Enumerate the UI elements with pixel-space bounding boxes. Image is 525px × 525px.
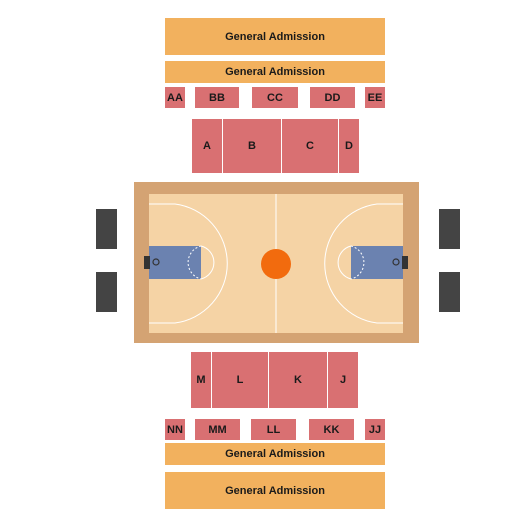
vomitory-left-bottom-icon [96,272,117,312]
section-general-admission-bottom-inner[interactable]: General Admission [165,443,385,465]
paint-left [149,246,201,279]
vomitory-left-top-icon [96,209,117,249]
paint-right [351,246,403,279]
section-nn[interactable]: NN [165,419,185,440]
court-border [134,182,419,343]
section-k[interactable]: K [269,352,327,408]
section-general-admission-top-outer[interactable]: General Admission [165,18,385,55]
vomitory-right-bottom-icon [439,272,460,312]
section-a[interactable]: A [192,119,222,173]
section-cc[interactable]: CC [252,87,298,108]
section-jj[interactable]: JJ [365,419,385,440]
section-ll[interactable]: LL [251,419,296,440]
section-general-admission-top-inner[interactable]: General Admission [165,61,385,83]
section-ee[interactable]: EE [365,87,385,108]
section-d[interactable]: D [339,119,359,173]
vomitory-right-top-icon [439,209,460,249]
section-m[interactable]: M [191,352,211,408]
section-general-admission-bottom-outer[interactable]: General Admission [165,472,385,509]
section-b[interactable]: B [223,119,281,173]
center-circle [261,249,291,279]
section-bb[interactable]: BB [195,87,239,108]
section-kk[interactable]: KK [309,419,354,440]
section-aa[interactable]: AA [165,87,185,108]
section-dd[interactable]: DD [310,87,355,108]
section-mm[interactable]: MM [195,419,240,440]
court-floor [149,194,403,333]
section-j[interactable]: J [328,352,358,408]
section-c[interactable]: C [282,119,338,173]
section-l[interactable]: L [212,352,268,408]
